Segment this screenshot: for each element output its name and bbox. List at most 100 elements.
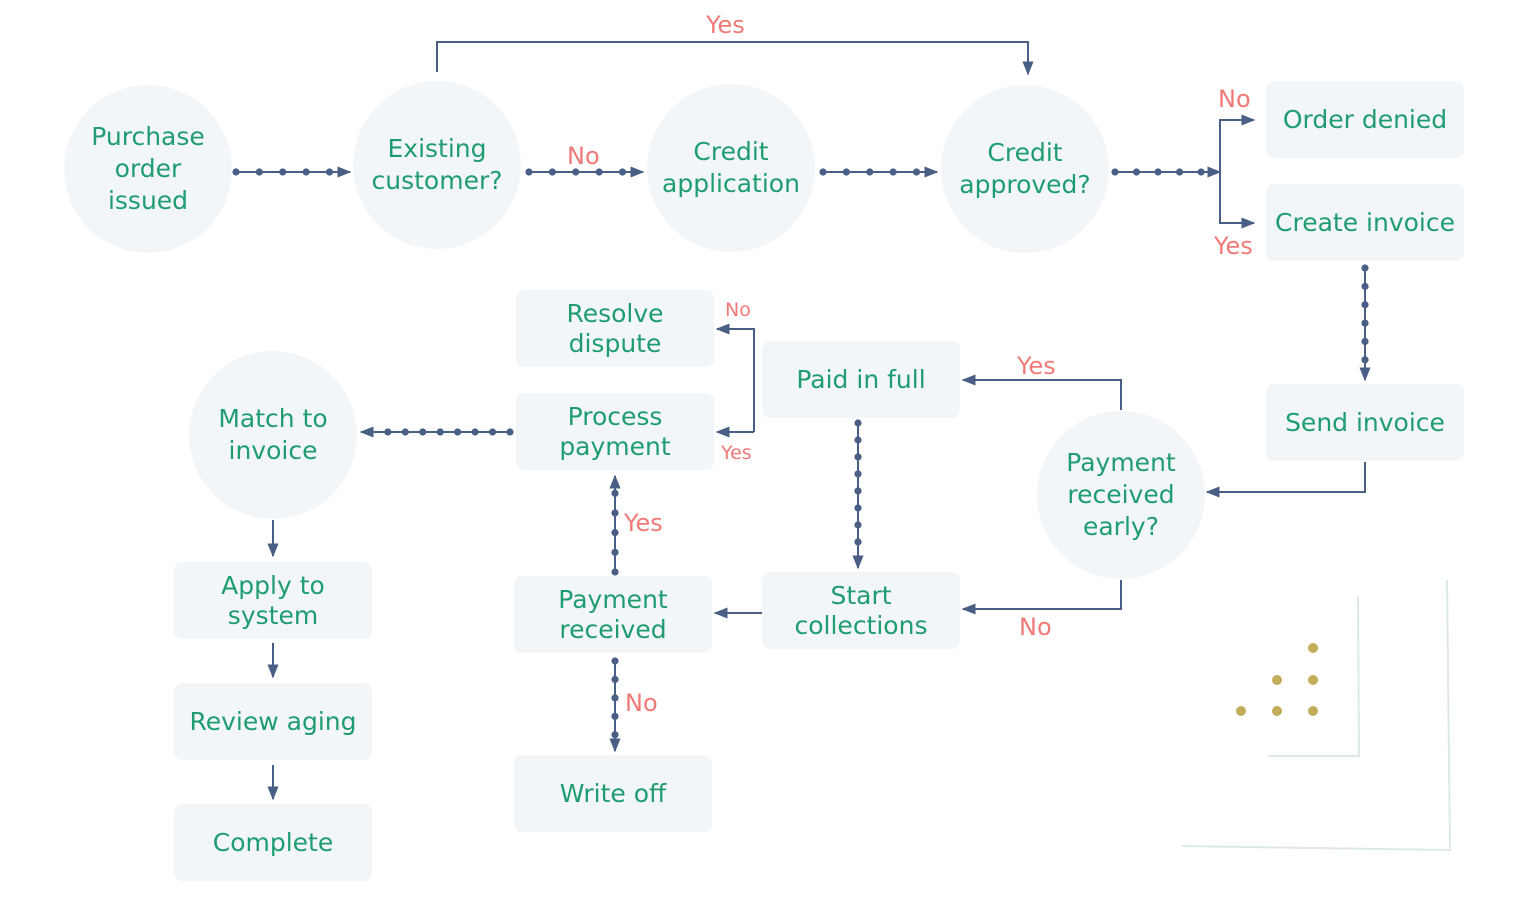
dotted-process-to-match-dot <box>419 428 427 436</box>
dotted-received-to-writeoff-dot <box>611 712 619 720</box>
edge-existing-yes <box>436 41 1034 76</box>
dotted-existing-to-credit-dot <box>572 168 580 176</box>
node-resolve-dispute: Resolve dispute <box>516 290 714 367</box>
node-existing-customer: Existing customer? <box>353 81 521 249</box>
dotted-invoice-to-send-dot <box>1361 356 1369 364</box>
dotted-existing-to-credit-dot <box>525 168 533 176</box>
dotted-paid-to-collections-dot <box>854 453 862 461</box>
dotted-received-to-process-dot <box>611 509 619 517</box>
dotted-received-to-writeoff-dot <box>611 731 619 739</box>
dotted-po-to-existing-dot <box>255 168 263 176</box>
label-early-yes: Yes <box>1017 352 1056 380</box>
edge-early-no <box>961 580 1122 615</box>
node-credit-approved: Credit approved? <box>941 85 1109 253</box>
dotted-invoice-to-send-dot <box>1361 319 1369 327</box>
node-payment-received: Payment received <box>514 576 712 653</box>
dotted-invoice-to-send-dot <box>1361 282 1369 290</box>
dotted-received-to-process-dot <box>611 568 619 576</box>
node-send-invoice-label: Send invoice <box>1285 407 1445 437</box>
dotted-paid-to-collections-dot <box>854 470 862 478</box>
dotted-process-to-match-dot <box>471 428 479 436</box>
dotted-po-to-existing-dot <box>232 168 240 176</box>
node-paid-in-full: Paid in full <box>762 341 960 418</box>
dotted-po-to-existing-dot <box>302 168 310 176</box>
dotted-paid-to-collections-dot <box>854 487 862 495</box>
dotted-credit-to-approved-dot <box>866 168 874 176</box>
dotted-approved-to-split-dot <box>1111 168 1119 176</box>
node-process-payment: Process payment <box>516 393 714 470</box>
dotted-received-to-process-dot <box>611 489 619 497</box>
dotted-received-to-process-dot <box>611 529 619 537</box>
node-review-aging: Review aging <box>174 683 372 760</box>
node-complete: Complete <box>174 804 372 881</box>
edge-process-no <box>715 323 755 432</box>
dotted-received-to-process-dot <box>611 548 619 556</box>
node-apply-to-system-label: Apply to system <box>221 570 325 630</box>
dotted-process-to-match-dot <box>454 428 462 436</box>
node-resolve-dispute-label: Resolve dispute <box>566 298 664 358</box>
dotted-credit-to-approved-dot <box>889 168 897 176</box>
edge-early-yes <box>961 374 1122 410</box>
dotted-credit-to-approved-dot <box>842 168 850 176</box>
node-payment-received-label: Payment received <box>558 584 668 644</box>
node-process-payment-label: Process payment <box>559 401 671 461</box>
edge-send-to-early <box>1205 462 1366 498</box>
dotted-paid-to-collections-dot <box>854 521 862 529</box>
node-credit-application: Credit application <box>647 84 815 252</box>
node-apply-to-system: Apply to system <box>174 562 372 639</box>
node-credit-application-label: Credit application <box>662 137 800 198</box>
dotted-process-to-match-dot <box>488 428 497 436</box>
dotted-paid-to-collections-dot <box>854 436 862 444</box>
dotted-paid-to-collections-dot <box>854 538 862 546</box>
node-start-collections: Start collections <box>762 572 960 649</box>
node-match-to-invoice-label: Match to invoice <box>218 404 328 465</box>
dotted-process-to-match-dot <box>506 428 514 436</box>
node-credit-approved-label: Credit approved? <box>959 138 1091 199</box>
decoration-dots <box>1236 643 1318 716</box>
label-approved-no: No <box>1218 85 1251 113</box>
edge-approved-no <box>1219 114 1256 172</box>
dotted-process-to-match-dot <box>401 428 409 436</box>
dotted-process-to-match-dot <box>384 428 392 436</box>
decoration <box>1181 579 1452 852</box>
dotted-approved-to-split-dot <box>1132 168 1141 176</box>
dotted-paid-to-collections-dot <box>854 419 862 427</box>
dotted-po-to-existing-dot <box>325 168 334 176</box>
node-purchase-order: Purchase order issued <box>64 85 232 253</box>
node-match-to-invoice: Match to invoice <box>189 351 357 519</box>
dotted-credit-to-approved-dot <box>912 168 921 176</box>
label-process-no: No <box>725 299 751 321</box>
dotted-invoice-to-send-dot <box>1361 337 1369 346</box>
dotted-existing-to-credit-dot <box>548 168 556 176</box>
dotted-invoice-to-send-dot <box>1361 301 1369 309</box>
label-early-no: No <box>1019 613 1052 641</box>
dotted-approved-to-split-dot <box>1154 168 1162 176</box>
dotted-paid-to-collections-dot <box>854 504 862 512</box>
node-write-off: Write off <box>514 755 712 832</box>
node-payment-received-early: Payment received early? <box>1037 411 1205 579</box>
dotted-existing-to-credit-dot <box>595 168 603 176</box>
node-order-denied-label: Order denied <box>1282 104 1448 134</box>
node-create-invoice-label: Create invoice <box>1275 207 1455 237</box>
edge-approved-yes <box>1219 172 1256 229</box>
dotted-approved-to-split-dot <box>1175 168 1184 176</box>
dotted-po-to-existing-dot <box>279 168 287 176</box>
label-approved-yes: Yes <box>1214 232 1253 260</box>
dotted-credit-to-approved-dot <box>819 168 827 176</box>
node-start-collections-label: Start collections <box>794 580 928 640</box>
node-order-denied: Order denied <box>1266 81 1464 158</box>
dotted-received-to-writeoff-dot <box>611 694 619 702</box>
label-received-no: No <box>625 689 658 717</box>
label-existing-yes: Yes <box>706 11 745 39</box>
node-complete-label: Complete <box>212 827 334 857</box>
label-received-yes: Yes <box>624 509 663 537</box>
node-send-invoice: Send invoice <box>1266 384 1464 461</box>
label-process-yes: Yes <box>721 442 752 464</box>
label-existing-no: No <box>567 142 600 170</box>
node-purchase-order-label: Purchase order issued <box>91 122 205 215</box>
node-existing-customer-label: Existing customer? <box>371 134 503 195</box>
node-paid-in-full-label: Paid in full <box>796 364 926 394</box>
dotted-invoice-to-send-dot <box>1361 264 1369 272</box>
node-review-aging-label: Review aging <box>189 706 357 736</box>
